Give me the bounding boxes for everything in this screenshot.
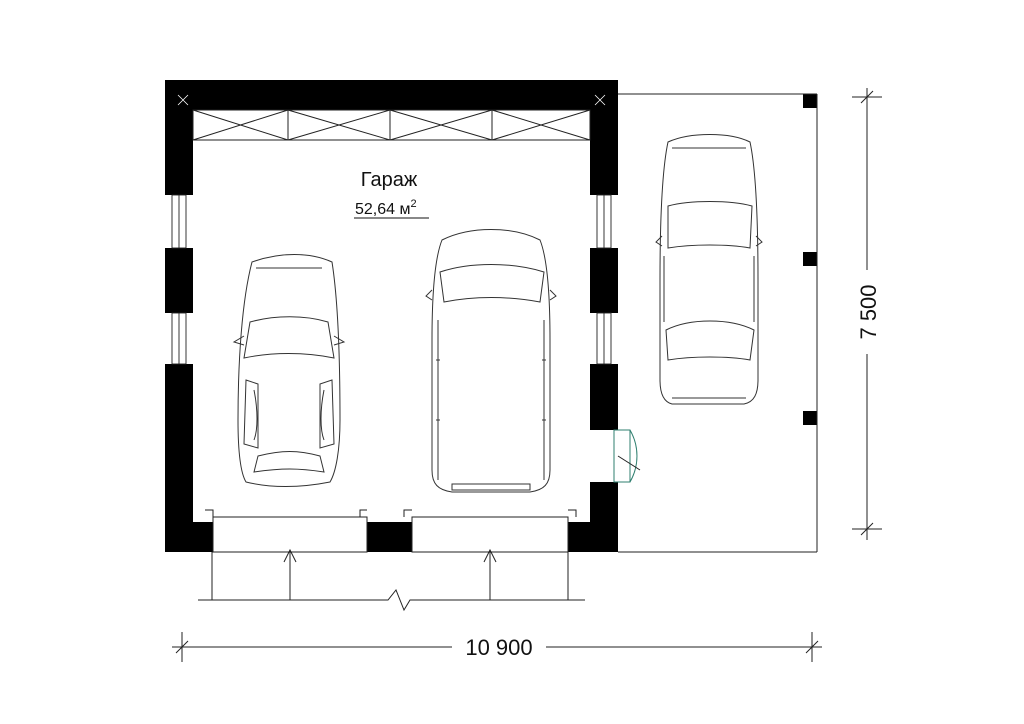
room-area-value: 52,64 м <box>355 201 410 218</box>
garage-door-right <box>411 516 569 553</box>
dimension-depth-label: 7 500 <box>856 284 881 339</box>
garage-door-left <box>212 516 368 553</box>
car-sedan <box>655 134 763 405</box>
garage-doors <box>198 509 585 612</box>
carport-post-bottom <box>803 411 817 425</box>
ceiling-truss <box>192 109 591 141</box>
car-minivan <box>425 229 557 493</box>
pier-right <box>568 522 618 552</box>
car-hatchback <box>232 254 346 487</box>
wall-left-upper <box>165 80 193 195</box>
carport-post-top <box>803 94 817 108</box>
carport-post-middle <box>803 252 817 266</box>
wall-left-middle <box>165 248 193 313</box>
side-door <box>613 429 641 483</box>
wall-right-lower <box>590 364 618 430</box>
dimension-depth-label-bg <box>852 270 882 354</box>
dimension-width-label-bg <box>452 632 546 662</box>
carport-outline <box>618 93 818 553</box>
wall-right-middle <box>590 248 618 313</box>
walls <box>165 80 817 552</box>
pier-left <box>165 522 213 552</box>
wall-right-upper <box>590 80 618 195</box>
windows <box>171 194 612 365</box>
wall-notches <box>177 94 606 106</box>
room-area-unit-superscript: 2 <box>410 198 416 210</box>
pier-center <box>367 522 412 552</box>
wall-left-lower <box>165 364 193 552</box>
wall-top <box>165 80 618 110</box>
room-area: 52,64 м2 <box>355 198 417 218</box>
room-name: Гараж <box>361 169 418 191</box>
dimension-width-label: 10 900 <box>465 635 532 660</box>
